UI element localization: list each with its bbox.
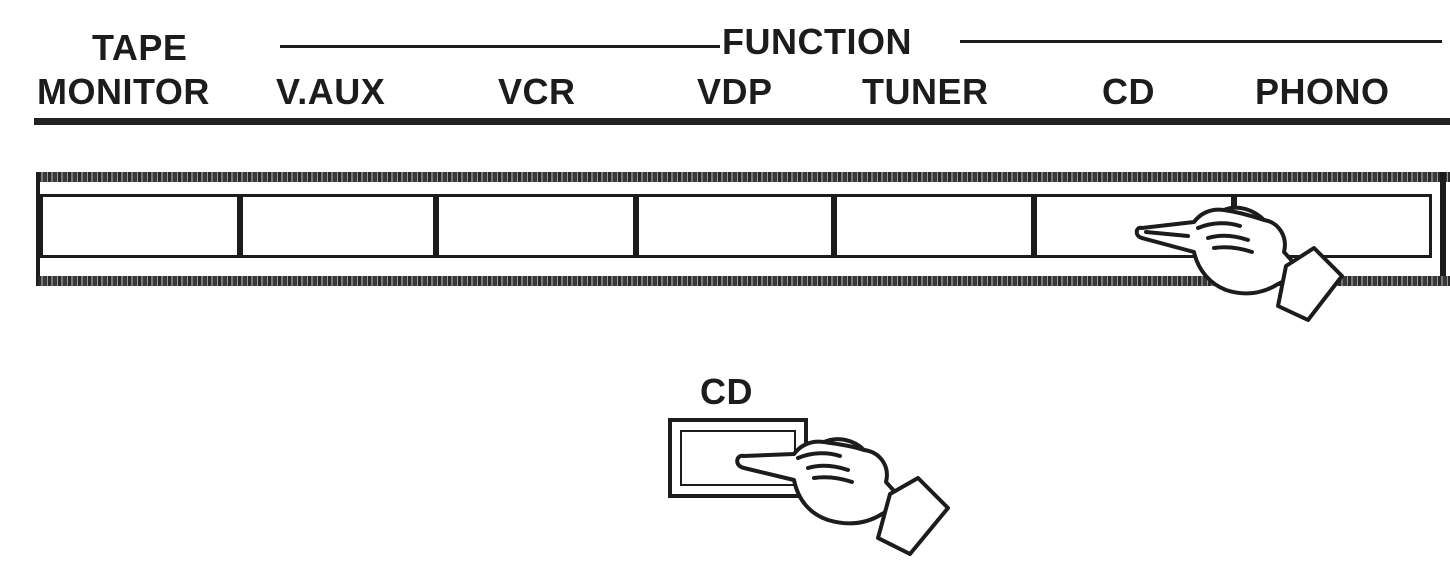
function-group-line-right (960, 40, 1442, 43)
phono-label: PHONO (1255, 74, 1390, 110)
vcr-label: VCR (498, 74, 576, 110)
tuner-label: TUNER (862, 74, 989, 110)
pointing-hand-icon (730, 428, 970, 578)
vcr-button[interactable] (436, 194, 636, 258)
panel-right-edge (1440, 172, 1446, 286)
tape-label: TAPE (92, 30, 187, 66)
heading-rule (34, 118, 1450, 125)
tuner-button[interactable] (834, 194, 1034, 258)
vaux-label: V.AUX (276, 74, 385, 110)
vdp-label: VDP (697, 74, 773, 110)
monitor-label: MONITOR (37, 74, 210, 110)
function-group-line-left (280, 45, 720, 48)
tape-monitor-button[interactable] (40, 194, 240, 258)
pointing-hand-icon (1128, 180, 1368, 330)
cd-label: CD (1102, 74, 1155, 110)
vdp-button[interactable] (636, 194, 834, 258)
function-group-label: FUNCTION (722, 24, 912, 60)
vaux-button[interactable] (240, 194, 436, 258)
cd-key-label: CD (700, 374, 753, 410)
